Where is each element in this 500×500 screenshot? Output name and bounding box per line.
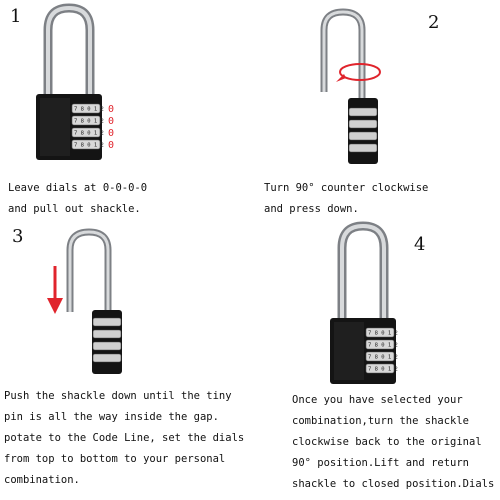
dial-1-digits: 7 8 0 1 2 — [74, 107, 104, 113]
zero-3: 0 — [108, 128, 115, 139]
dial-1-digits-b: 7 8 0 1 2 — [368, 331, 398, 337]
step-3-number: 3 — [12, 226, 24, 247]
dial-2-digits: 7 8 0 1 2 — [74, 119, 104, 125]
dial-2-digits-b: 7 8 0 1 2 — [368, 343, 398, 349]
dial-4-digits-b: 7 8 0 1 2 — [368, 367, 398, 373]
dial-3-digits: 7 8 0 1 2 — [74, 131, 104, 137]
rotate-arrow-head — [336, 74, 346, 82]
step-2-number: 2 — [428, 12, 440, 33]
zero-2: 0 — [108, 116, 115, 127]
dial-3-digits-b: 7 8 0 1 2 — [368, 355, 398, 361]
down-arrow-head — [47, 298, 63, 314]
step-1-number: 1 — [10, 6, 22, 27]
step-4-number: 4 — [414, 234, 426, 255]
zero-1: 0 — [108, 104, 115, 115]
zero-4: 0 — [108, 140, 115, 151]
dial-4-digits: 7 8 0 1 2 — [74, 143, 104, 149]
